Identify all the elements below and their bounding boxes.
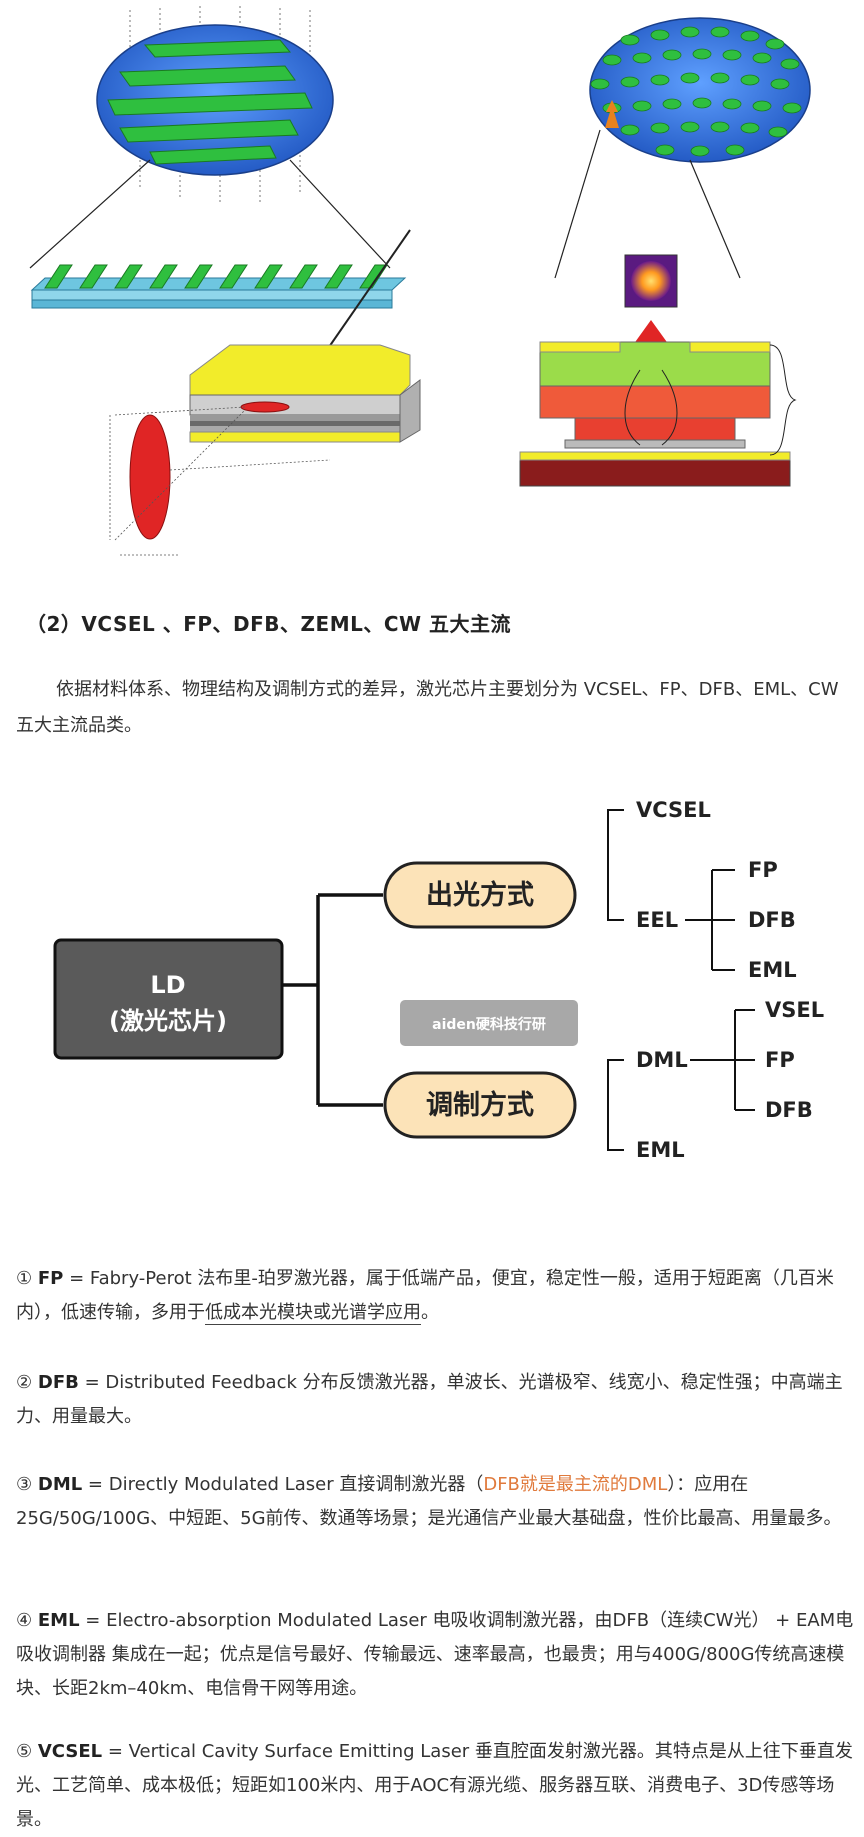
definition-vcsel: ⑤ VCSEL = Vertical Cavity Surface Emitti…: [16, 1741, 853, 1830]
item-marker: ④: [16, 1610, 33, 1631]
leaf-dml-vsel: VSEL: [765, 998, 824, 1022]
ld-mindmap: LD (激光芯片) 出光方式 调制方式 VCSEL EEL FP DFB EML…: [53, 798, 824, 1162]
vcsel-wafer-diagram: [519, 17, 811, 487]
branch-modulation-label: 调制方式: [426, 1089, 534, 1121]
watermark-text: aiden硬科技行研: [432, 1016, 546, 1033]
item-term: EML: [37, 1610, 80, 1631]
leaf-vcsel: VCSEL: [636, 798, 711, 822]
highlighted-phrase: DFB就是最主流的DML: [483, 1474, 668, 1495]
definition-eml: ④ EML = Electro-absorption Modulated Las…: [16, 1610, 854, 1699]
branch-modulation-node: [383, 1071, 577, 1139]
leaf-eel-eml: EML: [748, 958, 797, 982]
root-node: [53, 938, 284, 1060]
item-marker: ③: [16, 1474, 33, 1495]
leaf-eel-dfb: DFB: [748, 908, 796, 932]
leaf-dml: DML: [636, 1048, 688, 1072]
leaf-eml: EML: [636, 1138, 685, 1162]
item-marker: ⑤: [16, 1741, 33, 1762]
leaf-eel-fp: FP: [748, 858, 778, 882]
item-term: FP: [37, 1268, 64, 1289]
root-label-line1: LD: [150, 971, 185, 999]
root-label-line2: (激光芯片): [109, 1007, 227, 1035]
item-marker: ②: [16, 1372, 33, 1393]
definition-fp: ① FP = Fabry-Perot 法布里-珀罗激光器，属于低端产品，便宜，稳…: [16, 1268, 834, 1325]
item-term: DML: [37, 1474, 83, 1495]
intro-paragraph: 依据材料体系、物理结构及调制方式的差异，激光芯片主要划分为 VCSEL、FP、D…: [16, 679, 839, 736]
dfb-wafer-diagram: [29, 6, 421, 556]
branch-emission-label: 出光方式: [426, 879, 534, 911]
laser-chip-illustration: [29, 6, 811, 556]
underlined-phrase: 低成本光模块或光谱学应用: [205, 1302, 421, 1325]
leaf-eel: EEL: [636, 908, 678, 932]
item-term: VCSEL: [37, 1741, 103, 1762]
leaf-dml-fp: FP: [765, 1048, 795, 1072]
item-term: DFB: [37, 1372, 79, 1393]
branch-emission-node: [383, 861, 577, 929]
item-marker: ①: [16, 1268, 33, 1289]
leaf-dml-dfb: DFB: [765, 1098, 813, 1122]
definition-dfb: ② DFB = Distributed Feedback 分布反馈激光器，单波长…: [16, 1372, 843, 1427]
definition-dml: ③ DML = Directly Modulated Laser 直接调制激光器…: [16, 1474, 842, 1529]
watermark-box: [400, 1000, 578, 1046]
section-heading: （2）VCSEL 、FP、DFB、ZEML、CW 五大主流: [26, 612, 512, 636]
